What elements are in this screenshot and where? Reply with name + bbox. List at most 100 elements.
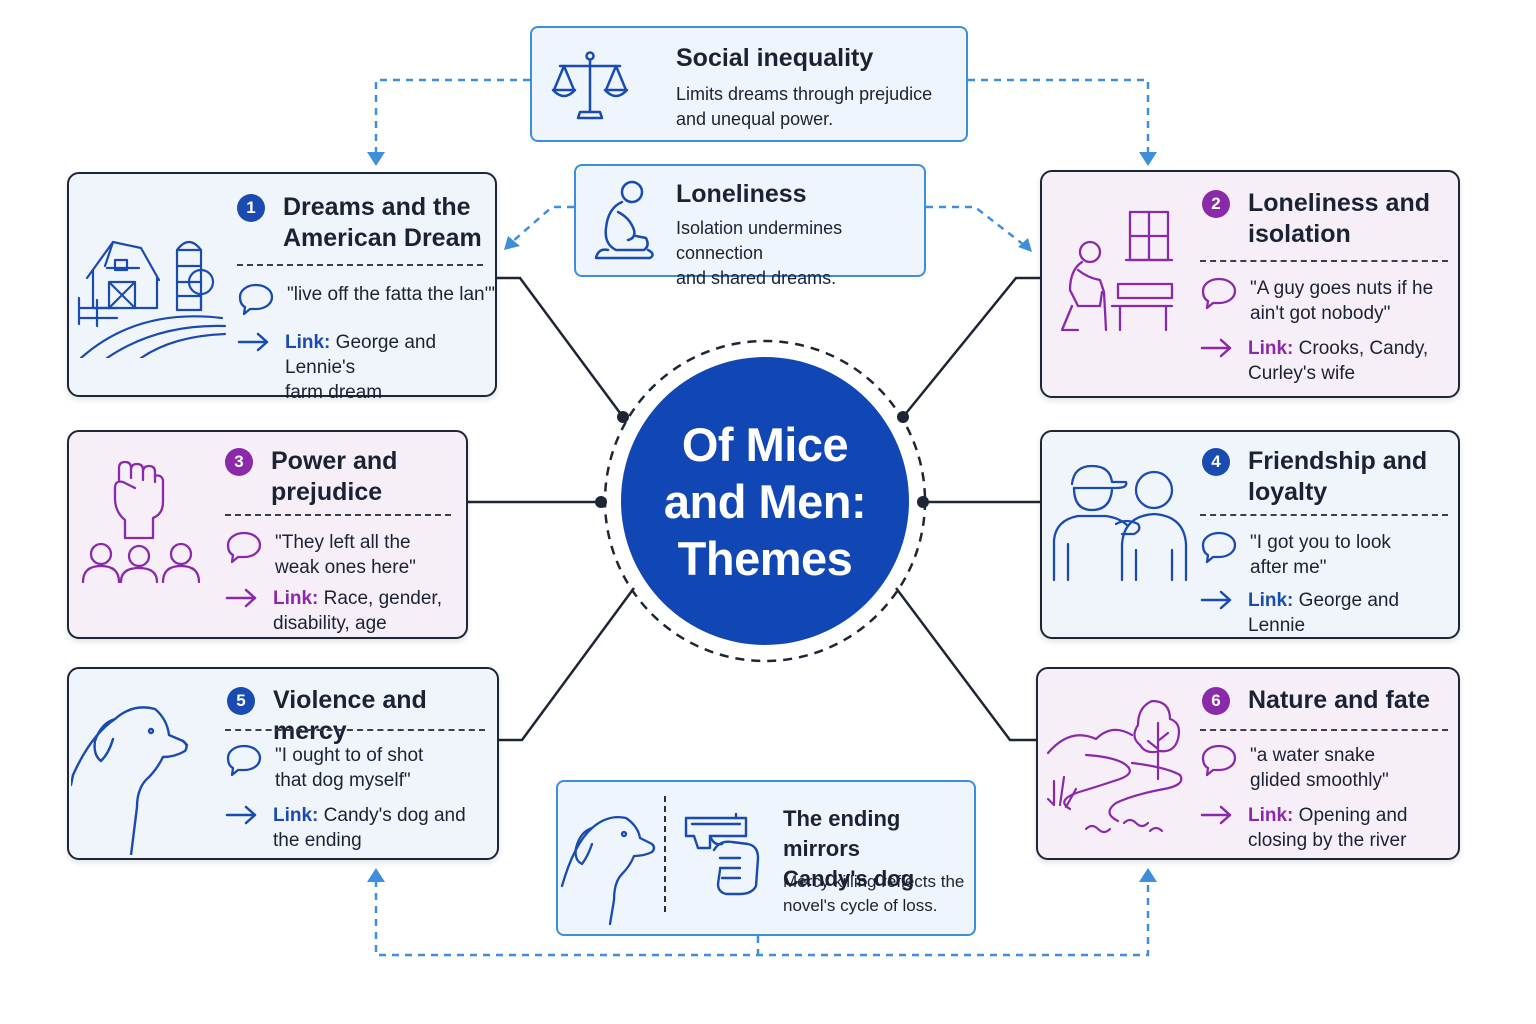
river-landscape-icon (1046, 699, 1183, 834)
ending-title: The ending mirrors Candy's dog (783, 806, 915, 891)
social-inequality-title: Social inequality (676, 44, 874, 72)
sad-person-icon (594, 180, 654, 260)
theme-card-nature: 6 Nature and fate "a water snake glided … (1036, 667, 1460, 860)
theme-5-title: Violence and mercy (273, 686, 427, 745)
theme-6-link-text: Link: Opening and closing by the river (1248, 803, 1408, 853)
ending-text: Mercy killing reflects the novel's cycle… (783, 872, 965, 915)
arrow-right-icon (1200, 338, 1232, 358)
link-label: Link: (1248, 338, 1294, 359)
link-detail: George and Lennie's farm dream (285, 332, 437, 403)
theme-1-title: Dreams and the American Dream (283, 193, 482, 252)
ending-box: The ending mirrors Candy's dog Mercy kil… (556, 780, 976, 936)
divider (1200, 729, 1448, 731)
bench-person-icon (1060, 210, 1174, 332)
loneliness-text: Isolation undermines connection and shar… (676, 218, 843, 288)
central-title: Of Mice and Men: Themes (663, 417, 867, 585)
central-theme-circle: Of Mice and Men: Themes (621, 357, 909, 645)
theme-6-title: Nature and fate (1248, 686, 1430, 714)
theme-4-number: 4 (1202, 448, 1230, 476)
divider (237, 264, 483, 266)
theme-4-header: 4 Friendship and loyalty (1202, 446, 1427, 508)
speech-bubble-icon (1201, 277, 1237, 310)
speech-bubble-icon (238, 283, 274, 316)
theme-2-link-text: Link: Crooks, Candy, Curley's wife (1248, 336, 1428, 386)
theme-6-header: 6 Nature and fate (1202, 685, 1430, 716)
link-detail: Crooks, Candy, Curley's wife (1248, 338, 1429, 384)
theme-2-number: 2 (1202, 190, 1230, 218)
theme-3-number: 3 (225, 448, 253, 476)
arrow-right-icon (1200, 590, 1232, 610)
theme-1-quote-text: "live off the fatta the lan'" (287, 284, 495, 305)
link-label: Link: (1248, 590, 1294, 611)
theme-4-title: Friendship and loyalty (1248, 447, 1428, 506)
arrow-right-icon (225, 588, 257, 608)
theme-4-quote-text: "I got you to look after me" (1250, 532, 1391, 578)
theme-1-quote: "live off the fatta the lan'" (237, 282, 495, 316)
theme-1-link-text: Link: George and Lennie's farm dream (285, 330, 495, 405)
speech-bubble-icon (1201, 531, 1237, 564)
divider (1200, 514, 1448, 516)
theme-1-header: 1 Dreams and the American Dream (237, 192, 482, 254)
theme-3-link-text: Link: Race, gender, disability, age (273, 586, 442, 636)
theme-6-link: Link: Opening and closing by the river (1200, 803, 1408, 853)
link-detail: Opening and closing by the river (1248, 805, 1408, 851)
arrow-right-icon (237, 332, 269, 352)
theme-2-quote-text: "A guy goes nuts if he ain't got nobody" (1250, 278, 1434, 324)
theme-4-link-text: Link: George and Lennie (1248, 588, 1458, 638)
theme-5-link: Link: Candy's dog and the ending (225, 803, 466, 853)
fist-people-icon (81, 460, 201, 584)
social-inequality-box: Social inequality Limits dreams through … (530, 26, 968, 142)
dog-icon (560, 815, 656, 926)
social-inequality-text: Limits dreams through prejudice and uneq… (676, 84, 933, 129)
link-label: Link: (285, 332, 331, 353)
theme-5-quote: "I ought to of shot that dog myself" (225, 743, 423, 793)
divider (225, 729, 485, 731)
theme-card-dreams: 1 Dreams and the American Dream "live of… (67, 172, 497, 403)
gun-icon (684, 812, 760, 896)
theme-card-violence: 5 Violence and mercy "I ought to of shot… (67, 667, 499, 860)
theme-2-quote: "A guy goes nuts if he ain't got nobody" (1200, 276, 1433, 326)
theme-4-quote: "I got you to look after me" (1200, 530, 1391, 580)
speech-bubble-icon (226, 531, 262, 564)
theme-5-header: 5 Violence and mercy (227, 685, 497, 747)
link-label: Link: (273, 588, 319, 609)
theme-3-quote: "They left all the weak ones here" (225, 530, 416, 580)
dog-icon (71, 706, 189, 855)
theme-6-quote-text: "a water snake glided smoothly" (1250, 745, 1389, 791)
loneliness-title: Loneliness (676, 180, 807, 208)
ending-divider (664, 796, 666, 912)
theme-5-quote-text: "I ought to of shot that dog myself" (275, 745, 424, 791)
theme-3-quote-text: "They left all the weak ones here" (275, 532, 416, 578)
theme-4-link: Link: George and Lennie (1200, 588, 1458, 638)
theme-3-title: Power and prejudice (271, 447, 398, 506)
two-friends-icon (1052, 464, 1188, 582)
divider (1200, 260, 1448, 262)
link-detail: George and Lennie (1248, 590, 1400, 636)
theme-2-link: Link: Crooks, Candy, Curley's wife (1200, 336, 1428, 386)
theme-3-header: 3 Power and prejudice (225, 446, 397, 508)
arrow-right-icon (225, 805, 257, 825)
theme-card-friendship: 4 Friendship and loyalty "I got you to l… (1040, 430, 1460, 639)
link-detail: Race, gender, disability, age (273, 588, 442, 634)
link-label: Link: (1248, 805, 1294, 826)
link-detail: Candy's dog and the ending (273, 805, 466, 851)
theme-6-quote: "a water snake glided smoothly" (1200, 743, 1389, 793)
theme-card-power: 3 Power and prejudice "They left all the… (67, 430, 468, 639)
scales-icon (551, 51, 629, 120)
theme-3-link: Link: Race, gender, disability, age (225, 586, 442, 636)
theme-6-number: 6 (1202, 687, 1230, 715)
divider (225, 514, 451, 516)
theme-5-link-text: Link: Candy's dog and the ending (273, 803, 466, 853)
theme-2-title: Loneliness and isolation (1248, 189, 1430, 248)
farm-icon (77, 240, 227, 358)
speech-bubble-icon (226, 744, 262, 777)
theme-5-number: 5 (227, 687, 255, 715)
link-label: Link: (273, 805, 319, 826)
arrow-right-icon (1200, 805, 1232, 825)
speech-bubble-icon (1201, 744, 1237, 777)
theme-2-header: 2 Loneliness and isolation (1202, 188, 1430, 250)
theme-1-link: Link: George and Lennie's farm dream (237, 330, 495, 405)
theme-card-loneliness: 2 Loneliness and isolation "A guy goes n… (1040, 170, 1460, 398)
theme-1-number: 1 (237, 194, 265, 222)
